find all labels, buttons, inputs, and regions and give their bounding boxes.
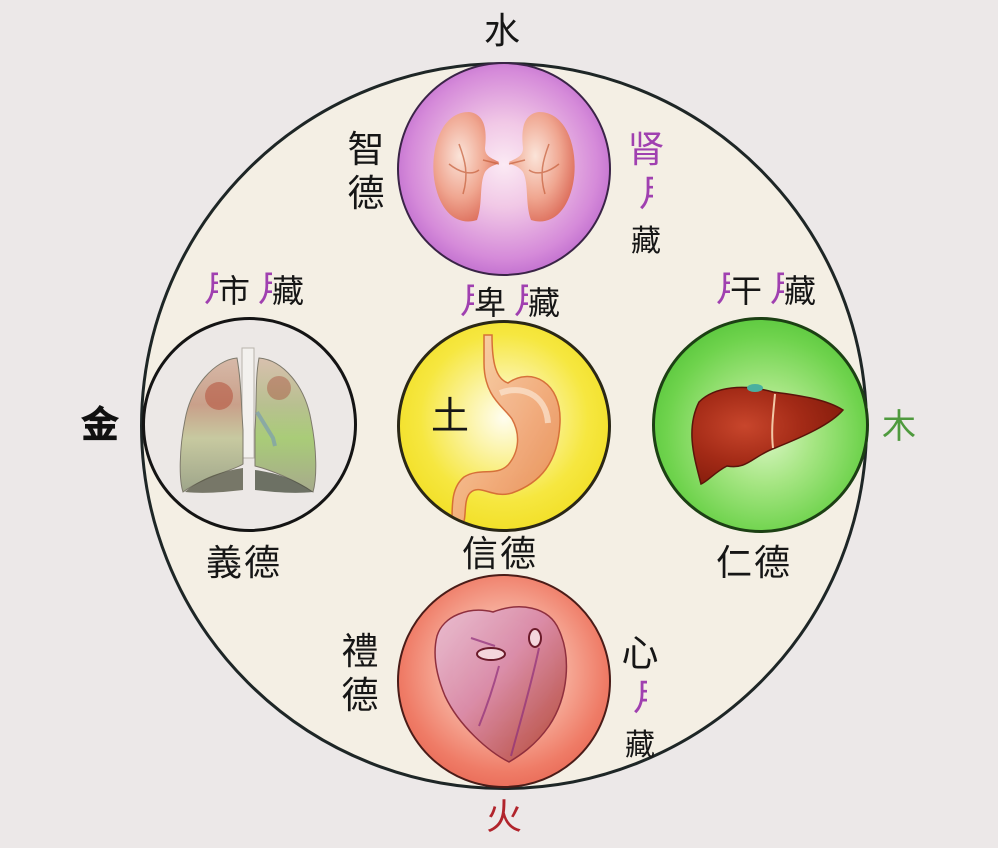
organ-kidney-char-2: 月藏 [631,172,661,259]
element-fire-label: 火 [486,797,523,838]
element-water-label: 水 [484,11,521,52]
lungs-icon [179,347,317,493]
virtue-wisdom-label: 智 德 [346,128,386,216]
kidneys-icon [433,112,575,222]
stomach-icon [451,334,561,522]
liver-icon [691,384,845,485]
virtue-wisdom-char-2: 德 [347,172,385,215]
virtue-benevolence-label: 仁德 [716,543,793,584]
heart-circle [397,574,611,788]
element-earth-label: 土 [431,394,470,438]
organ-kidney-char-1: 肾 [627,128,665,171]
organ-heart-label: 心 月藏 [620,632,660,768]
virtue-wisdom-char-1: 智 [347,128,385,171]
stomach-circle: 土 [397,320,611,532]
virtue-propriety-char-1: 禮 [341,630,379,673]
liver-circle [652,317,869,533]
organ-heart-char-2: 月藏 [625,676,655,763]
heart-icon [434,606,568,763]
virtue-trust-label: 信德 [462,534,539,575]
lung-circle [142,317,357,532]
organ-lung-label: 月市月藏 [204,272,307,310]
virtue-righteousness-label: 義德 [206,543,283,584]
organ-liver-label: 月干月藏 [716,272,819,310]
organ-heart-char-1: 心 [621,632,659,675]
element-wood-label: 木 [882,407,916,447]
virtue-propriety-label: 禮 德 [340,630,380,718]
organ-spleen-label: 月卑月藏 [460,284,563,322]
kidney-circle [397,62,611,276]
element-metal-label: 金 [81,405,119,446]
virtue-propriety-char-2: 德 [341,674,379,717]
organ-kidney-label: 肾 月藏 [626,128,666,264]
